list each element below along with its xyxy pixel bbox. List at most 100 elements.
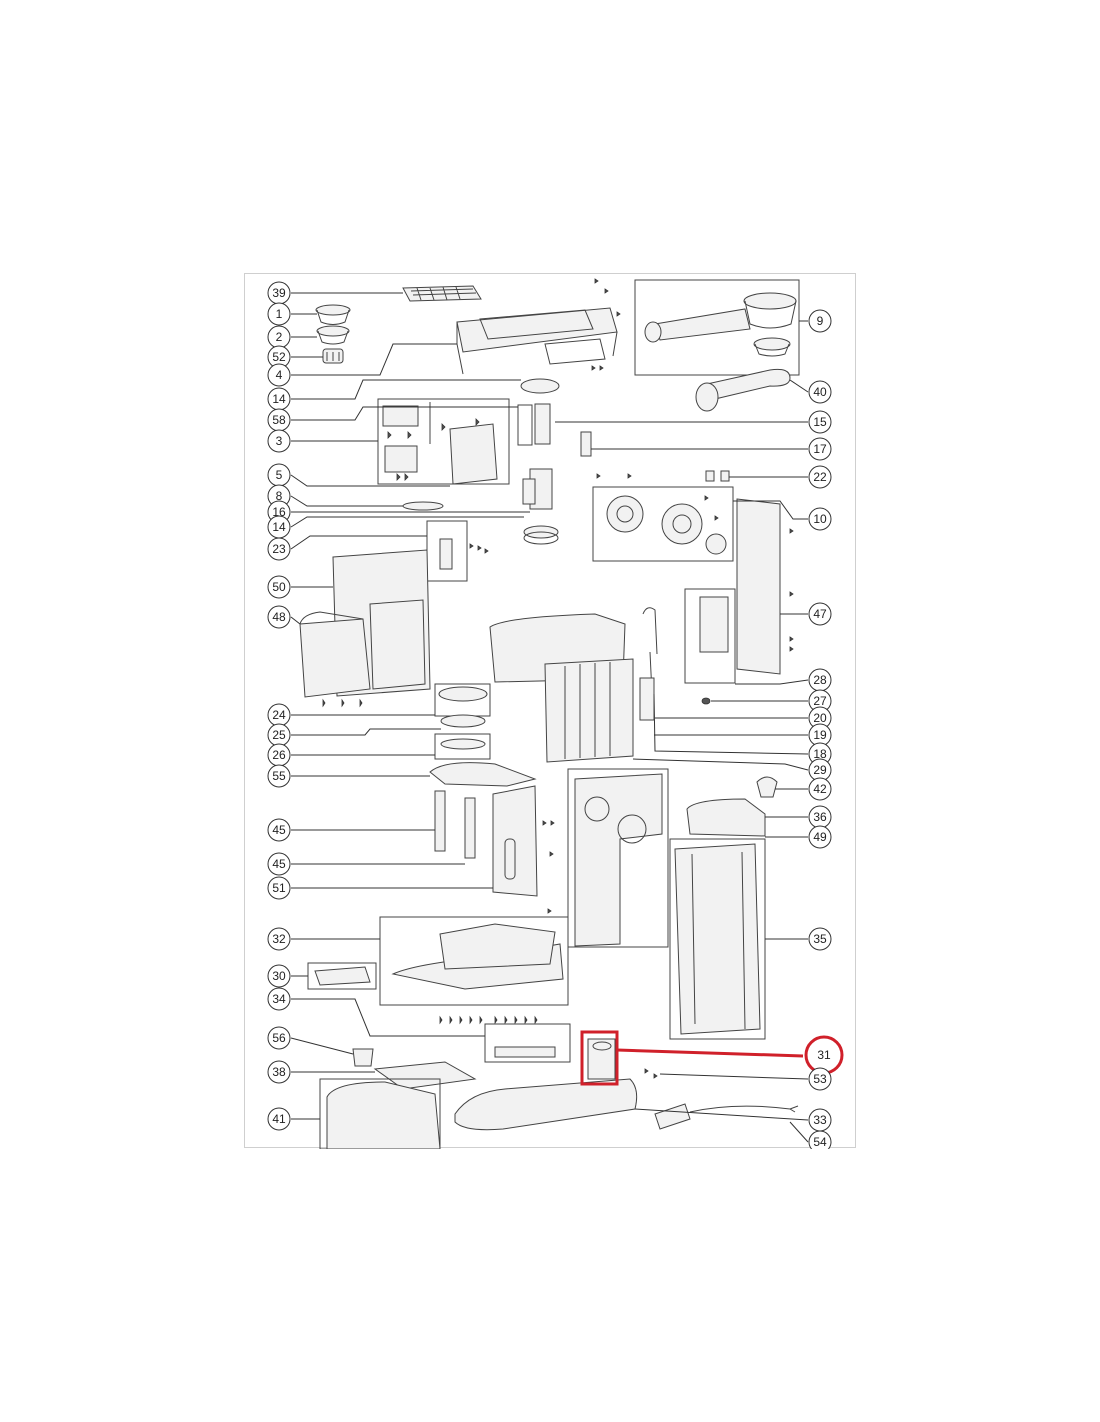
callout-label: 39 (272, 286, 286, 300)
diagram-canvas: 3912524145835816142350482425265545455132… (267, 278, 844, 1149)
callout-label: 35 (813, 932, 827, 946)
callout-32: 32 (267, 927, 291, 951)
callout-17: 17 (808, 437, 832, 461)
callout-circle (267, 575, 291, 599)
callout-26: 26 (267, 743, 291, 767)
callout-label: 41 (272, 1112, 286, 1126)
callout-53: 53 (808, 1067, 832, 1091)
callout-25: 25 (267, 723, 291, 747)
callout-24: 24 (267, 703, 291, 727)
callout-circle (267, 429, 291, 453)
callout-27: 27 (808, 689, 832, 713)
callout-circle (808, 1130, 832, 1149)
callout-33: 33 (808, 1108, 832, 1132)
callout-label: 17 (813, 442, 827, 456)
callout-label: 51 (272, 881, 286, 895)
callout-1: 1 (267, 302, 291, 326)
callout-circle (267, 537, 291, 561)
callout-22: 22 (808, 465, 832, 489)
callout-label: 40 (813, 385, 827, 399)
callout-circle (808, 465, 832, 489)
callout-label: 58 (272, 413, 286, 427)
callout-label: 8 (276, 489, 283, 503)
callout-circle (808, 380, 832, 404)
callout-52: 52 (267, 345, 291, 369)
callout-label: 48 (272, 610, 286, 624)
callout-label: 42 (813, 782, 827, 796)
callout-2: 2 (267, 325, 291, 349)
callout-circle (267, 987, 291, 1011)
callout-label: 52 (272, 350, 286, 364)
callout-label: 22 (813, 470, 827, 484)
callout-label: 47 (813, 607, 827, 621)
callout-label: 19 (813, 728, 827, 742)
callout-label: 25 (272, 728, 286, 742)
callout-label: 18 (813, 747, 827, 761)
callout-label: 2 (276, 330, 283, 344)
callout-label: 14 (272, 520, 286, 534)
callout-label: 49 (813, 830, 827, 844)
callout-9: 9 (808, 309, 832, 333)
callout-label: 20 (813, 711, 827, 725)
callout-14: 14 (267, 515, 291, 539)
callout-30: 30 (267, 964, 291, 988)
callout-circle (267, 1107, 291, 1131)
callout-circle (267, 852, 291, 876)
callout-label: 32 (272, 932, 286, 946)
leader-lines (290, 292, 809, 1143)
callout-label: 28 (813, 673, 827, 687)
callout-56: 56 (267, 1026, 291, 1050)
highlight-connector (616, 1048, 804, 1058)
callout-label: 26 (272, 748, 286, 762)
callout-circle (267, 764, 291, 788)
callout-circle (267, 818, 291, 842)
callout-circle (267, 876, 291, 900)
callout-circle (267, 1060, 291, 1084)
callout-label: 45 (272, 857, 286, 871)
callout-circle (267, 927, 291, 951)
callout-31: 31 (817, 1048, 831, 1062)
callout-48: 48 (267, 605, 291, 629)
callout-36: 36 (808, 805, 832, 829)
callout-label: 10 (813, 512, 827, 526)
callout-label: 15 (813, 415, 827, 429)
callout-label: 56 (272, 1031, 286, 1045)
callout-28: 28 (808, 668, 832, 692)
callout-45: 45 (267, 818, 291, 842)
callout-label: 54 (813, 1135, 827, 1149)
callout-55: 55 (267, 764, 291, 788)
callout-15: 15 (808, 410, 832, 434)
callout-label: 30 (272, 969, 286, 983)
callout-circle (267, 302, 291, 326)
callout-circle (808, 602, 832, 626)
callout-label: 55 (272, 769, 286, 783)
highlight-marker (580, 1030, 844, 1086)
callout-49: 49 (808, 825, 832, 849)
callout-circle (808, 825, 832, 849)
callouts-right: 9401517221047282720191829423649353153335… (808, 309, 832, 1149)
callout-58: 58 (267, 408, 291, 432)
callout-label: 24 (272, 708, 286, 722)
callout-circle (808, 927, 832, 951)
callout-circle (808, 507, 832, 531)
callout-label: 45 (272, 823, 286, 837)
callout-circle (808, 410, 832, 434)
callout-18: 18 (808, 742, 832, 766)
parts-artwork (299, 278, 800, 1149)
callout-19: 19 (808, 723, 832, 747)
callout-10: 10 (808, 507, 832, 531)
callout-34: 34 (267, 987, 291, 1011)
callout-3: 3 (267, 429, 291, 453)
callout-circle (267, 605, 291, 629)
callout-label: 5 (276, 468, 283, 482)
callout-51: 51 (267, 876, 291, 900)
callout-label: 31 (817, 1048, 831, 1062)
callout-47: 47 (808, 602, 832, 626)
callout-50: 50 (267, 575, 291, 599)
callout-14: 14 (267, 387, 291, 411)
callout-label: 34 (272, 992, 286, 1006)
callout-circle (808, 1067, 832, 1091)
callout-circle (808, 437, 832, 461)
callout-54: 54 (808, 1130, 832, 1149)
callout-circle (267, 363, 291, 387)
